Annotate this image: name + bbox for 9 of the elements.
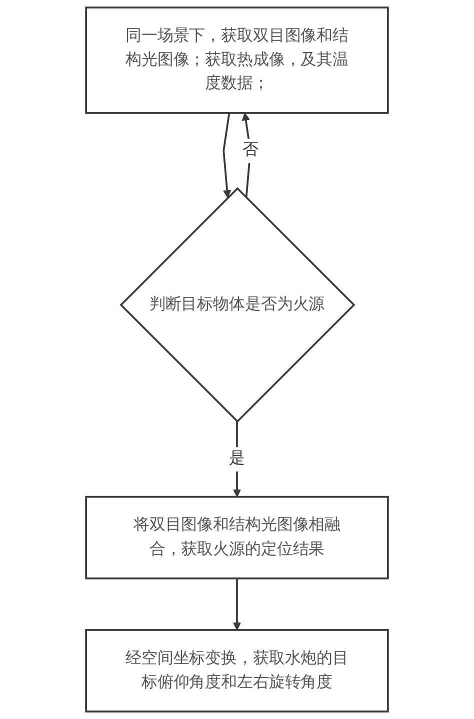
node-box: 同一场景下，获取双目图像和结构光图像；获取热成像，及其温度数据； <box>85 6 389 114</box>
arrow <box>222 112 232 198</box>
edge-label: 否 <box>242 140 258 160</box>
edge-label: 是 <box>229 449 245 468</box>
node-box: 经空间坐标变换，获取水炮的目标俯仰角度和左右旋转角度 <box>85 629 389 712</box>
arrow <box>232 578 242 630</box>
arrow <box>242 112 252 198</box>
node-box: 将双目图像和结构光图像相融合，获取火源的定位结果 <box>85 496 389 580</box>
node-diamond: 判断目标物体是否为火源 <box>120 187 356 423</box>
